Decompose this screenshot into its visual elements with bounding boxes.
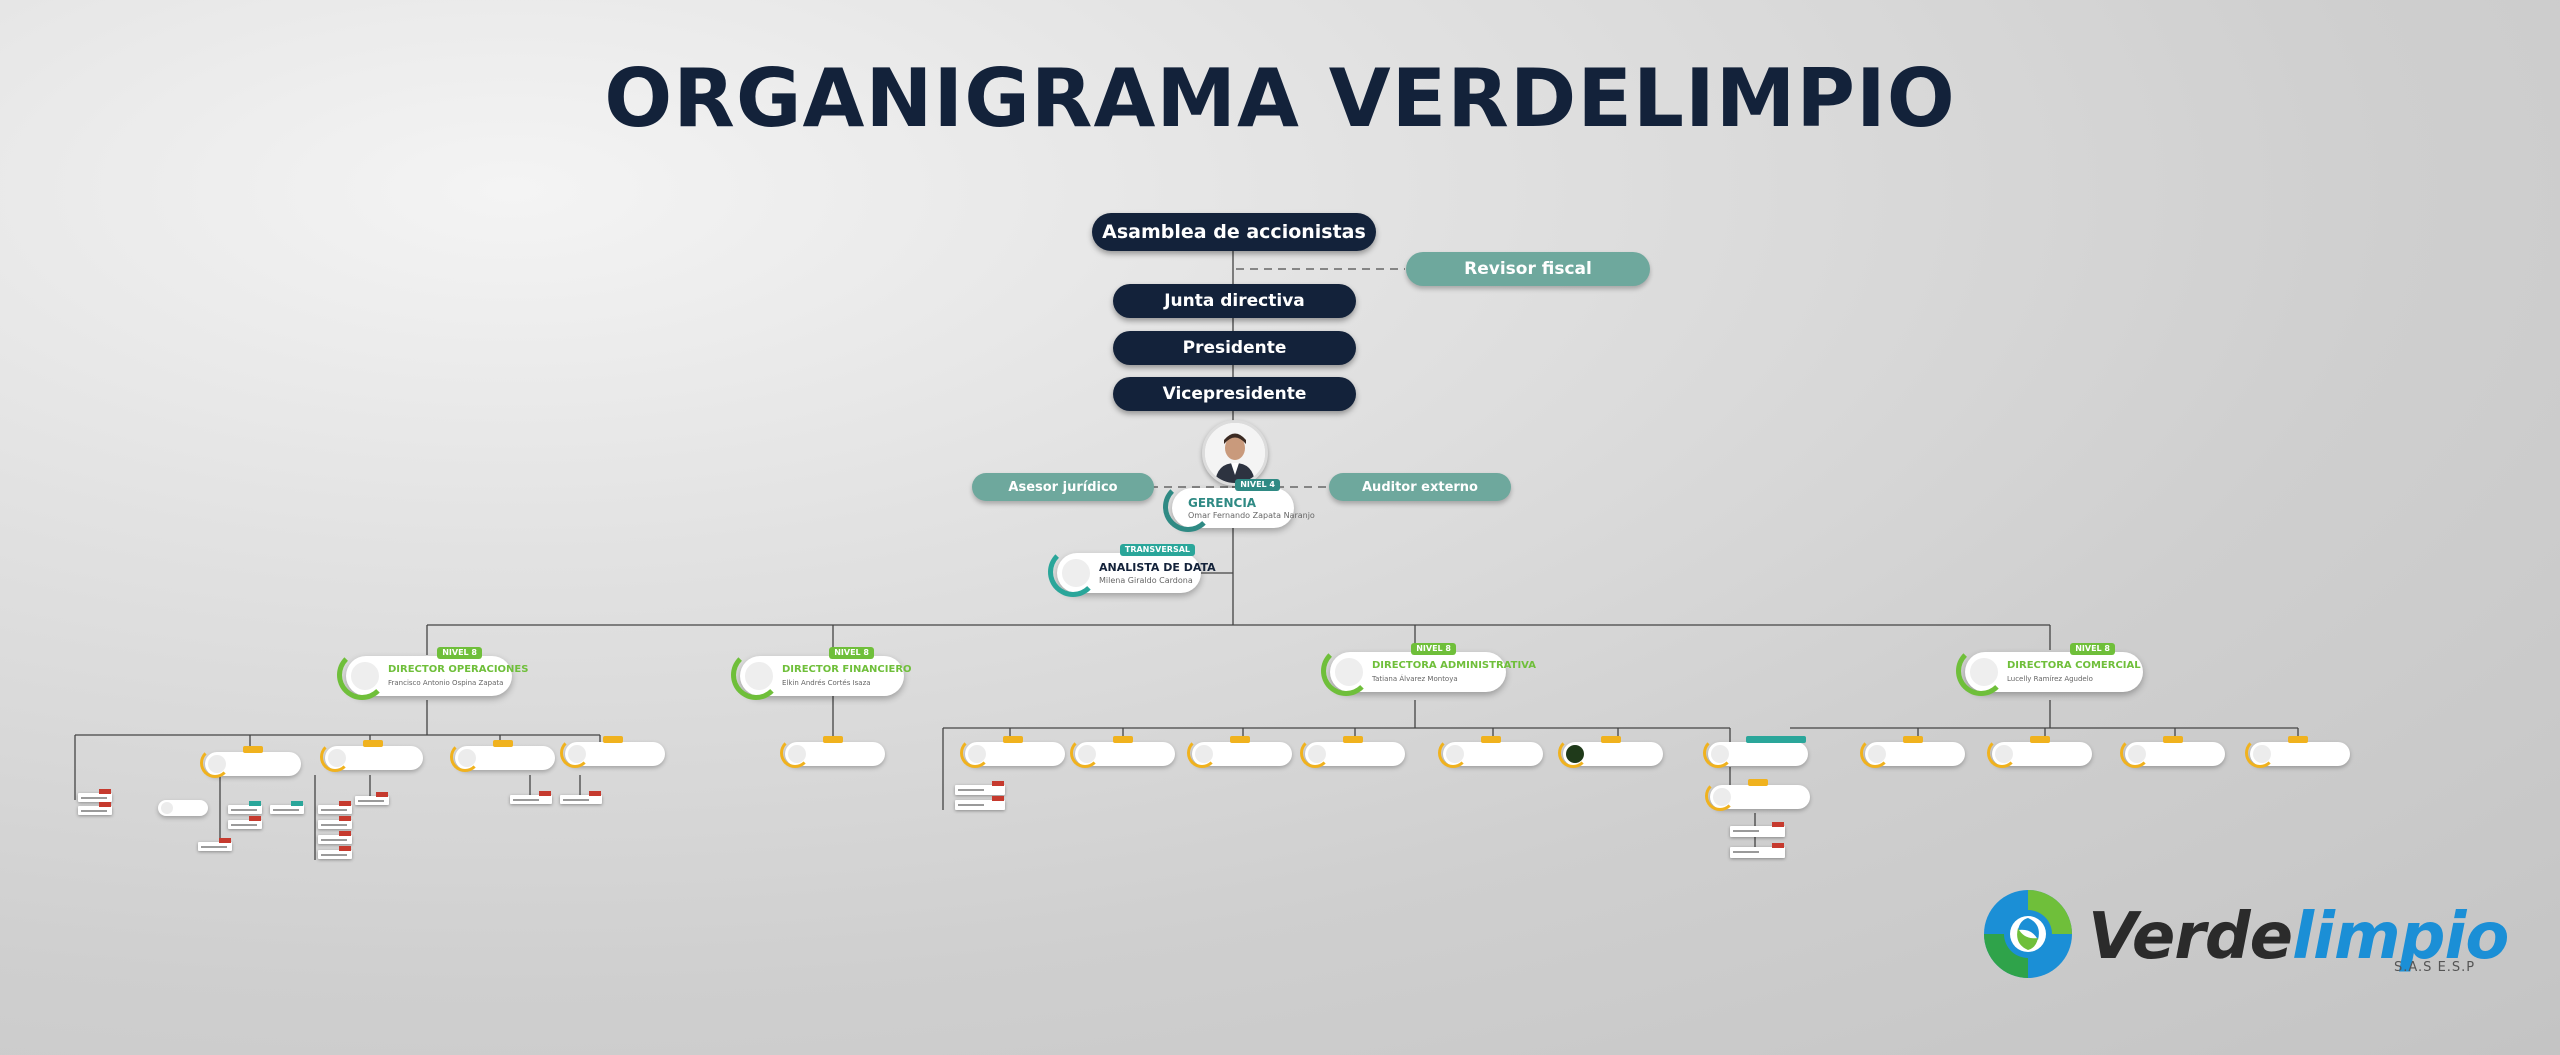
director-title: DIRECTORA ADMINISTRATIVA — [1372, 660, 1536, 671]
junta-directiva-box: Junta directiva — [1113, 284, 1356, 318]
position-box — [228, 801, 262, 814]
gerencia-card: NIVEL 4 GERENCIA Omar Fernando Zapata Na… — [1163, 479, 1315, 532]
revisor-fiscal-box: Revisor fiscal — [1406, 252, 1650, 286]
logo-word-a: Verde — [2088, 900, 2293, 974]
card-ring — [1956, 646, 2006, 696]
card-ring — [1321, 646, 1371, 696]
gerencia-title: GERENCIA — [1188, 496, 1257, 510]
analista-badge: TRANSVERSAL — [1119, 544, 1195, 556]
gerencia-badge: NIVEL 4 — [1235, 479, 1280, 491]
person-photo-icon — [1060, 557, 1092, 589]
gerencia-name: Omar Fernando Zapata Naranjo — [1188, 511, 1315, 520]
staff-card — [1558, 736, 1663, 768]
verdelimpio-swirl-icon — [1984, 890, 2072, 978]
person-photo-icon — [349, 660, 381, 692]
director-name: Elkin Andrés Cortés Isaza — [782, 679, 871, 687]
position-box — [1730, 822, 1785, 837]
staff-card — [1187, 736, 1292, 768]
staff-card — [1300, 736, 1405, 768]
staff-card — [1070, 736, 1175, 768]
person-photo-icon — [743, 660, 775, 692]
position-box — [198, 838, 232, 851]
card-ring — [1048, 547, 1098, 597]
presidente-box: Presidente — [1113, 331, 1356, 365]
logo-word-b: limpio — [2292, 900, 2509, 974]
staff-card — [1703, 736, 1808, 768]
staff-card — [450, 740, 555, 772]
position-box — [318, 846, 352, 859]
position-box — [270, 801, 304, 814]
director-name: Francisco Antonio Ospina Zapata — [388, 679, 504, 687]
director-badge: NIVEL 8 — [1411, 643, 1456, 655]
position-box — [78, 802, 112, 815]
position-box — [1730, 843, 1785, 858]
staff-card — [1860, 736, 1965, 768]
analista-card: TRANSVERSAL ANALISTA DE DATA Milena Gira… — [1048, 544, 1216, 597]
position-box — [560, 791, 602, 804]
staff-card — [780, 736, 885, 768]
staff-card — [560, 736, 665, 768]
staff-card — [1987, 736, 2092, 768]
position-box — [955, 781, 1005, 795]
person-photo-icon — [1333, 656, 1365, 688]
position-box — [318, 816, 352, 829]
logo-suffix: S.A.S E.S.P — [2394, 960, 2476, 975]
position-box — [955, 796, 1005, 810]
director-name: Lucelly Ramírez Agudelo — [2007, 675, 2093, 683]
staff-card — [158, 800, 208, 816]
position-box — [228, 816, 262, 829]
director-title: DIRECTOR OPERACIONES — [388, 664, 529, 675]
director-operaciones-card: NIVEL 8 DIRECTOR OPERACIONES Francisco A… — [337, 647, 528, 700]
staff-card — [1438, 736, 1543, 768]
position-box — [355, 792, 389, 805]
staff-card — [2245, 736, 2350, 768]
analista-name: Milena Giraldo Cardona — [1099, 576, 1193, 585]
director-title: DIRECTOR FINANCIERO — [782, 664, 912, 675]
director-name: Tatiana Álvarez Montoya — [1372, 675, 1458, 683]
vicepresidente-box: Vicepresidente — [1113, 377, 1356, 411]
card-ring — [337, 650, 387, 700]
staff-card — [320, 740, 423, 772]
staff-card — [2120, 736, 2225, 768]
director-badge: NIVEL 8 — [437, 647, 482, 659]
gerente-avatar — [1202, 420, 1268, 486]
person-photo-icon — [1968, 656, 2000, 688]
analista-title: ANALISTA DE DATA — [1099, 561, 1216, 574]
verdelimpio-logo: Verdelimpio S.A.S E.S.P — [1982, 882, 2509, 992]
directora-administrativa-card: NIVEL 8 DIRECTORA ADMINISTRATIVA Tatiana… — [1321, 643, 1536, 696]
staff-card — [960, 736, 1065, 768]
staff-card — [200, 746, 301, 778]
auditor-externo-box: Auditor externo — [1329, 473, 1511, 501]
card-ring — [731, 650, 781, 700]
directora-comercial-card: NIVEL 8 DIRECTORA COMERCIAL Lucelly Ramí… — [1956, 643, 2143, 696]
page-title: ORGANIGRAMA VERDELIMPIO — [604, 52, 1956, 145]
position-box — [78, 789, 112, 802]
position-box — [318, 831, 352, 844]
asamblea-box: Asamblea de accionistas — [1092, 213, 1376, 251]
person-photo-icon — [1205, 423, 1265, 483]
position-box — [318, 801, 352, 814]
director-title: DIRECTORA COMERCIAL — [2007, 660, 2141, 671]
position-box — [510, 791, 552, 804]
asesor-juridico-box: Asesor jurídico — [972, 473, 1154, 501]
director-badge: NIVEL 8 — [2070, 643, 2115, 655]
staff-card — [1705, 779, 1810, 811]
logo-wordmark: Verdelimpio — [2088, 900, 2509, 974]
director-financiero-card: NIVEL 8 DIRECTOR FINANCIERO Elkin Andrés… — [731, 647, 912, 700]
card-ring — [1163, 482, 1213, 532]
director-badge: NIVEL 8 — [829, 647, 874, 659]
